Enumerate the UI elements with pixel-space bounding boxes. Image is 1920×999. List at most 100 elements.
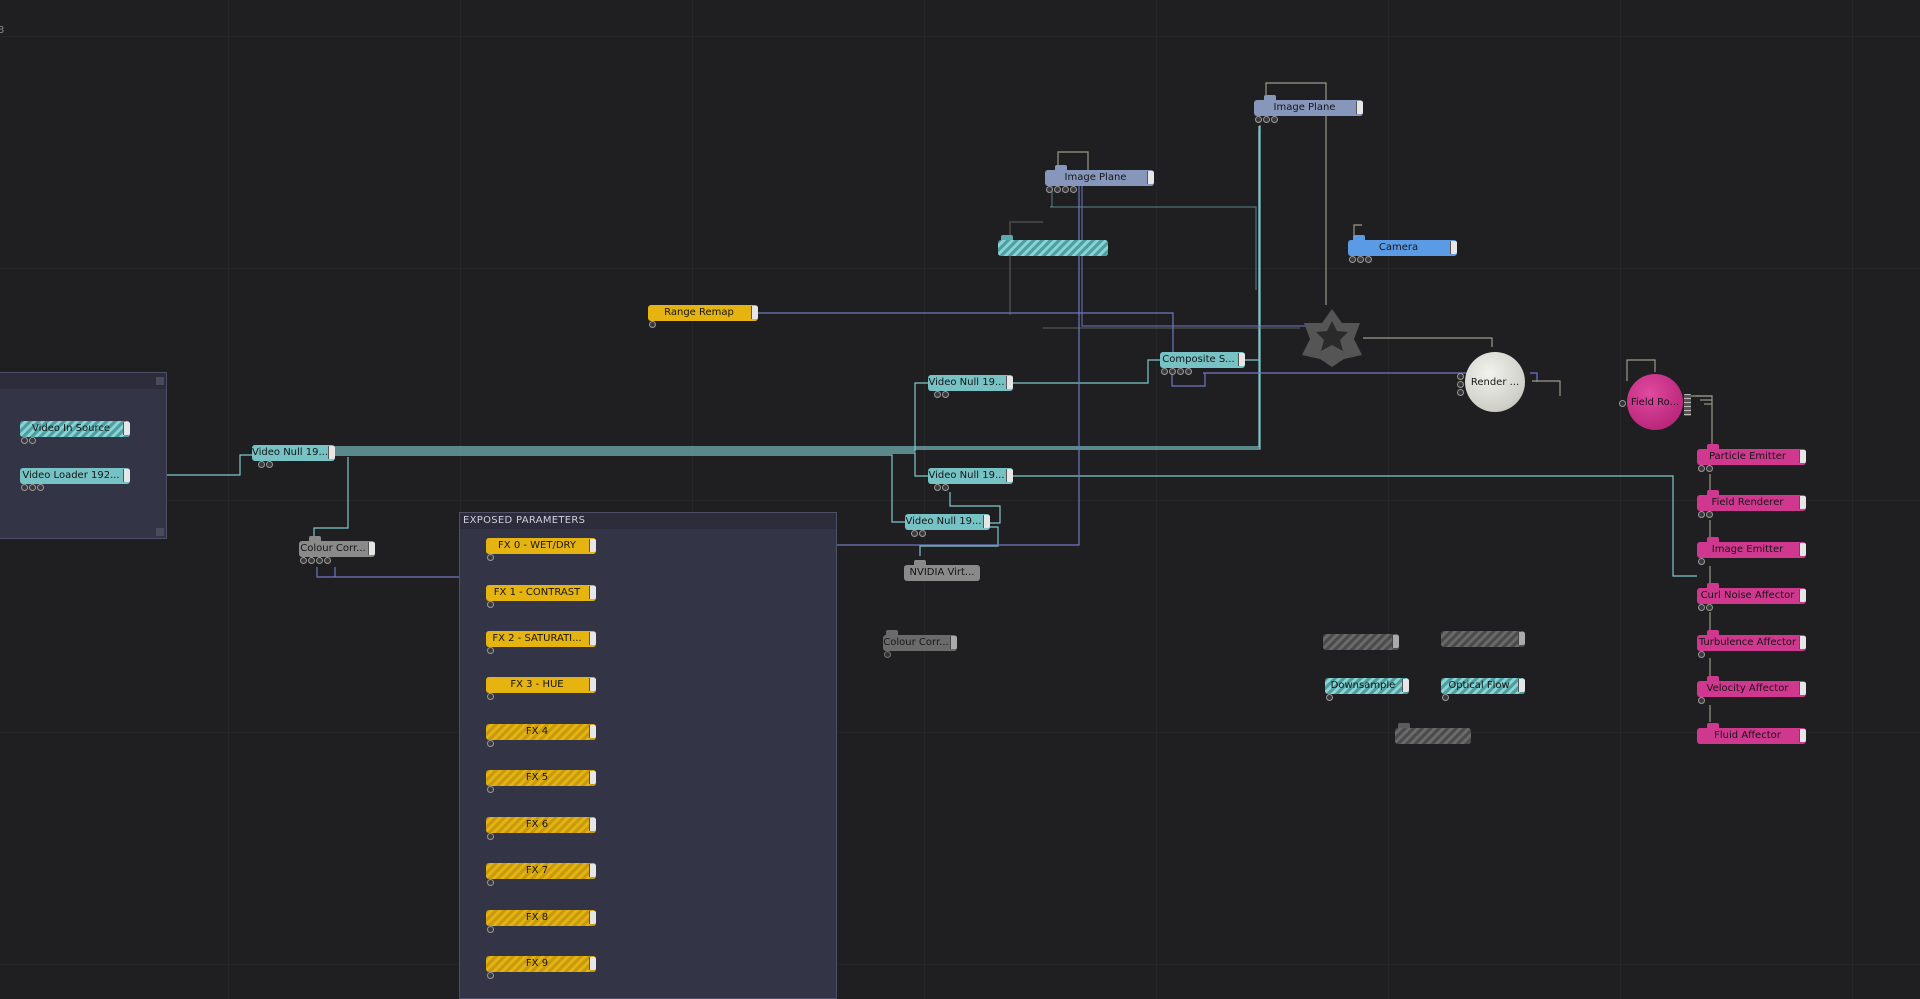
node-cap — [1006, 469, 1013, 482]
video-null-main-node[interactable]: Video Null 19... — [252, 445, 335, 468]
node-ports[interactable] — [21, 484, 44, 491]
node-cap — [589, 911, 596, 924]
wire — [757, 312, 1174, 357]
video-loader-node[interactable]: Video Loader 192... — [20, 468, 130, 491]
node-ports[interactable] — [1698, 465, 1713, 472]
node-ports[interactable] — [21, 437, 36, 444]
node-ports[interactable] — [1255, 116, 1278, 123]
node-ports[interactable] — [487, 926, 494, 933]
node-ports[interactable] — [487, 786, 494, 793]
group-resize-handle[interactable] — [156, 528, 164, 536]
node-ports[interactable] — [1698, 511, 1713, 518]
composite-node[interactable]: Composite S... — [1160, 352, 1245, 375]
render-node[interactable]: Render ... — [1465, 352, 1525, 412]
wire — [127, 454, 252, 476]
turbulence-affector-node[interactable]: Turbulence Affector — [1697, 630, 1806, 658]
image-plane-node[interactable]: Image Plane — [1045, 165, 1154, 193]
image-plane-2-node[interactable]: Image Plane — [1254, 95, 1363, 123]
node-ports[interactable] — [487, 740, 494, 747]
node-ports[interactable] — [487, 601, 494, 608]
node-ports[interactable] — [487, 879, 494, 886]
fx-node[interactable]: FX 0 - WET/DRY — [486, 538, 596, 561]
node-ports[interactable] — [1698, 651, 1705, 658]
node-ports[interactable] — [1161, 368, 1192, 375]
wire — [1171, 373, 1206, 387]
colour-corrector-2-node[interactable]: Colour Corr... — [883, 630, 957, 658]
node-ports[interactable] — [1349, 256, 1372, 263]
fx-node[interactable]: FX 9 — [486, 956, 596, 979]
fx-node[interactable]: FX 2 - SATURATI... — [486, 631, 596, 654]
node-ports[interactable] — [934, 484, 949, 491]
curl-noise-affector-node[interactable]: Curl Noise Affector — [1697, 583, 1806, 611]
group-header[interactable] — [0, 373, 166, 389]
video-in-source-node[interactable]: Video In Source — [20, 421, 130, 444]
optical-flow-node[interactable]: Optical Flow — [1441, 678, 1525, 701]
field-node[interactable]: Field Ro... — [1627, 374, 1683, 430]
render-port[interactable] — [1457, 373, 1464, 380]
camera-node[interactable]: Camera — [1348, 235, 1457, 263]
fluid-affector-node[interactable]: Fluid Affector — [1697, 723, 1806, 744]
node-ports[interactable] — [258, 461, 273, 468]
range-remap-node[interactable]: Range Remap — [648, 305, 758, 328]
nvidia-virtual-node[interactable]: NVIDIA Virt... — [904, 560, 980, 581]
node-ports[interactable] — [934, 391, 949, 398]
downsample-node[interactable]: Downsample — [1325, 678, 1409, 701]
node-ports[interactable] — [1326, 694, 1333, 701]
wire — [313, 457, 349, 538]
fx-node[interactable]: FX 5 — [486, 770, 596, 793]
node-tab — [886, 630, 898, 635]
fx-node[interactable]: FX 3 - HUE — [486, 677, 596, 700]
node-cap — [1799, 450, 1806, 463]
field-renderer-node[interactable]: Field Renderer — [1697, 490, 1806, 518]
wire — [1050, 206, 1257, 290]
velocity-affector-node[interactable]: Velocity Affector — [1697, 676, 1806, 704]
group-header[interactable]: EXPOSED PARAMETERS — [460, 513, 836, 529]
hatched-cyan-node[interactable] — [998, 235, 1108, 256]
fx-node[interactable]: FX 7 — [486, 863, 596, 886]
node-ports[interactable] — [1698, 558, 1705, 565]
fx-node[interactable]: FX 1 - CONTRAST — [486, 585, 596, 608]
node-ports[interactable] — [300, 557, 331, 564]
node-ports[interactable] — [487, 647, 494, 654]
node-cap — [1799, 636, 1806, 649]
node-ports[interactable] — [1046, 186, 1077, 193]
node-ports[interactable] — [1698, 604, 1713, 611]
disabled-node[interactable] — [1323, 634, 1399, 650]
node-ports[interactable] — [649, 321, 656, 328]
disabled-node[interactable] — [1441, 631, 1525, 647]
node-ports[interactable] — [487, 554, 494, 561]
node-ports[interactable] — [1698, 697, 1705, 704]
wire — [949, 492, 1001, 524]
field-output-ports[interactable] — [1684, 394, 1691, 416]
colour-corrector-node[interactable]: Colour Corr... — [299, 536, 375, 564]
image-emitter-node[interactable]: Image Emitter — [1697, 537, 1806, 565]
node-cap — [1392, 635, 1399, 648]
node-ports[interactable] — [487, 833, 494, 840]
video-null-b-node[interactable]: Video Null 19... — [928, 468, 1013, 491]
fx-node[interactable]: FX 6 — [486, 817, 596, 840]
render-port[interactable] — [1457, 389, 1464, 396]
node-label: Fluid Affector — [1714, 730, 1781, 741]
field-port[interactable] — [1619, 400, 1626, 407]
group-corner[interactable] — [156, 377, 164, 385]
node-ports[interactable] — [911, 530, 926, 537]
input-group[interactable] — [0, 372, 167, 539]
video-null-a-node[interactable]: Video Null 19... — [928, 375, 1013, 398]
node-cap — [589, 586, 596, 599]
node-cap — [1518, 679, 1525, 692]
node-ports[interactable] — [487, 972, 494, 979]
node-ports[interactable] — [487, 693, 494, 700]
node-ports[interactable] — [884, 651, 891, 658]
node-tab — [309, 536, 321, 541]
node-cap — [1799, 682, 1806, 695]
particle-emitter-node[interactable]: Particle Emitter — [1697, 444, 1806, 472]
node-ports[interactable] — [1442, 694, 1449, 701]
wire — [1013, 359, 1160, 384]
scene-star-node[interactable] — [1298, 305, 1366, 369]
render-port[interactable] — [1457, 381, 1464, 388]
node-tab — [1707, 583, 1719, 588]
fx-node[interactable]: FX 8 — [486, 910, 596, 933]
video-null-c-node[interactable]: Video Null 19... — [905, 514, 990, 537]
disabled-node[interactable] — [1395, 723, 1471, 744]
fx-node[interactable]: FX 4 — [486, 724, 596, 747]
